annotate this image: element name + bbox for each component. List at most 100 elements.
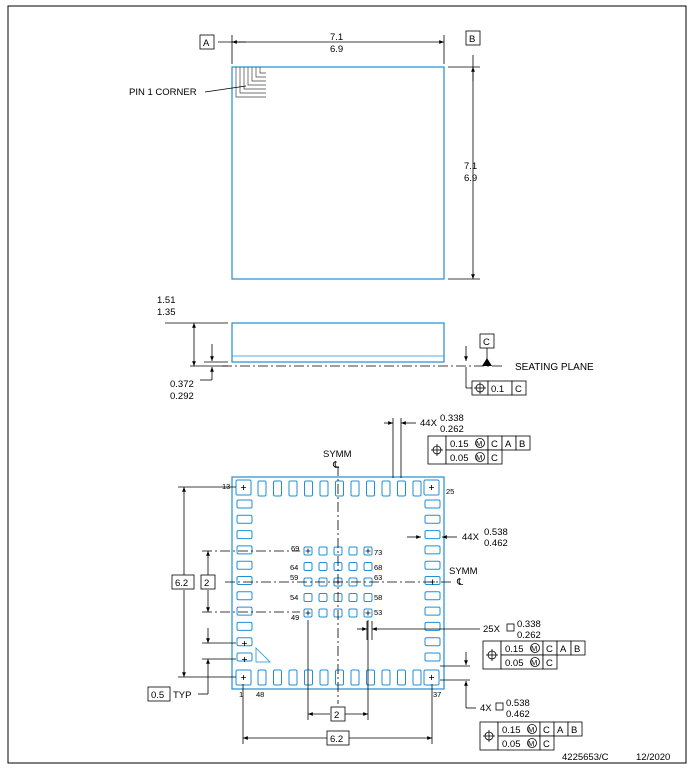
edge-pad [424,637,441,647]
edge-pad [350,669,360,686]
edge-pad [424,530,441,540]
fcf-ref-cell [567,721,583,737]
pad-center-mark [242,641,247,646]
basic-dim-2-horizontal: 2 [334,710,339,721]
corner-pad [423,669,440,686]
fcf-flatness-ref-cell [511,380,527,396]
flatness-tol: 0.1 [491,384,504,395]
thermal-pad [363,608,373,618]
pin-48-label: 48 [256,690,264,699]
edge-pad [319,480,329,497]
pin-13-label: 13 [222,482,230,491]
thermal-pad [303,562,313,571]
corner-pad [235,479,252,496]
top-view: PIN 1 CORNER 7.1 6.9 A 7.1 6.9 B [129,30,481,280]
edge-pad [424,499,441,509]
inner-pin-label: 53 [374,608,382,617]
datum-b-label: B [469,34,475,45]
edge-pad [350,480,360,497]
edge-pad [236,621,253,631]
edge-pad [424,591,441,601]
mmc-modifier-icon [530,643,540,653]
edge-pad [412,669,422,686]
standoff-max: 0.372 [170,379,194,390]
flatness-ref: C [515,384,522,395]
edge-pad [319,669,329,686]
fcf-ref-cell [570,640,586,656]
pad-center-mark [305,548,311,554]
edge-pad [424,560,441,570]
thermal-count: 25X [483,624,501,635]
doc-number: 4225653/C [562,752,609,763]
mmc-modifier-letter: M [528,739,534,748]
fcf-tol-1: 0.15 [450,439,469,450]
edge-pad [273,669,282,686]
thermal-pad [318,608,328,618]
pad-center-mark [365,610,371,616]
side-height-min: 1.35 [157,307,176,318]
mmc-modifier-icon [527,724,537,734]
corner-max: 0.538 [506,698,530,709]
fcf-tol-2: 0.05 [502,739,521,750]
fcf-ref-b: B [574,644,580,655]
fcf-ref-b: B [519,439,525,450]
pad-center-mark [241,485,246,490]
pad-center-mark [305,610,311,616]
edge-pad [236,545,253,555]
mmc-modifier-icon [530,657,540,667]
side-view: SEATING PLANE 1.51 1.35 0.372 0.292 C [157,295,594,402]
edge-pad [257,669,267,686]
fcf-pad-width: 0.15 M C A B 0.05 M C [427,435,531,465]
fcf-ref-c: C [543,725,550,736]
mmc-modifier-icon [527,738,537,748]
inner-pin-label: 69 [291,544,299,553]
centerline-symbol-right: ℄ [456,577,464,588]
corner-count: 4X [480,703,492,714]
corner-pad [235,669,252,686]
mmc-modifier-letter: M [531,658,537,667]
mmc-modifier-letter: M [531,644,537,653]
thermal-pad [348,608,358,618]
fcf-ref-a: A [557,725,564,736]
thermal-pad [303,608,313,618]
datum-c-label: C [483,337,490,348]
edge-pad [424,621,441,631]
pad-center-mark [429,675,434,680]
edge-pad [366,669,375,686]
inner-pin-label: 49 [291,613,299,622]
pitch-value: 0.5 [151,690,164,701]
datum-a-label: A [203,38,210,49]
inner-pin-label: 64 [290,563,298,572]
inner-pin-label: 54 [290,593,298,602]
thermal-pad [303,593,313,602]
pin-1-label: 1 [239,690,243,699]
seating-plane-label: SEATING PLANE [515,362,594,373]
centerline-symbol-top: ℄ [332,460,340,471]
position-symbol-icon [474,382,486,394]
fcf-ref-c: C [546,644,553,655]
edge-pad [335,480,344,497]
pin1-leader [204,85,247,93]
symm-label-top: SYMM [323,449,352,460]
pin1-chamfer-marker [255,647,271,663]
edge-pad [257,480,267,497]
fcf-ref-c: C [491,439,498,450]
edge-pad [335,669,344,686]
mmc-modifier-icon [475,438,485,448]
fcf-corner: 0.15 M C A B 0.05 M C [479,721,583,751]
bottom-view: SYMM ℄ SYMM ℄ 13 25 1 48 37 69 73 64 68 … [147,413,586,751]
edge-pad [236,560,253,570]
basic-dim-box [147,686,171,702]
edge-pad [424,652,441,662]
thermal-pad [363,562,373,571]
pin1-corner-marker [235,67,266,98]
basic-dim-box [330,706,346,722]
thermal-pad [318,593,328,602]
edge-pad [288,669,298,686]
fcf-ref-c: C [543,739,550,750]
basic-dim-box [171,574,195,590]
edge-pad [236,576,253,585]
fcf-ref-cell [539,735,555,751]
pitch-typ: TYP [173,690,191,701]
